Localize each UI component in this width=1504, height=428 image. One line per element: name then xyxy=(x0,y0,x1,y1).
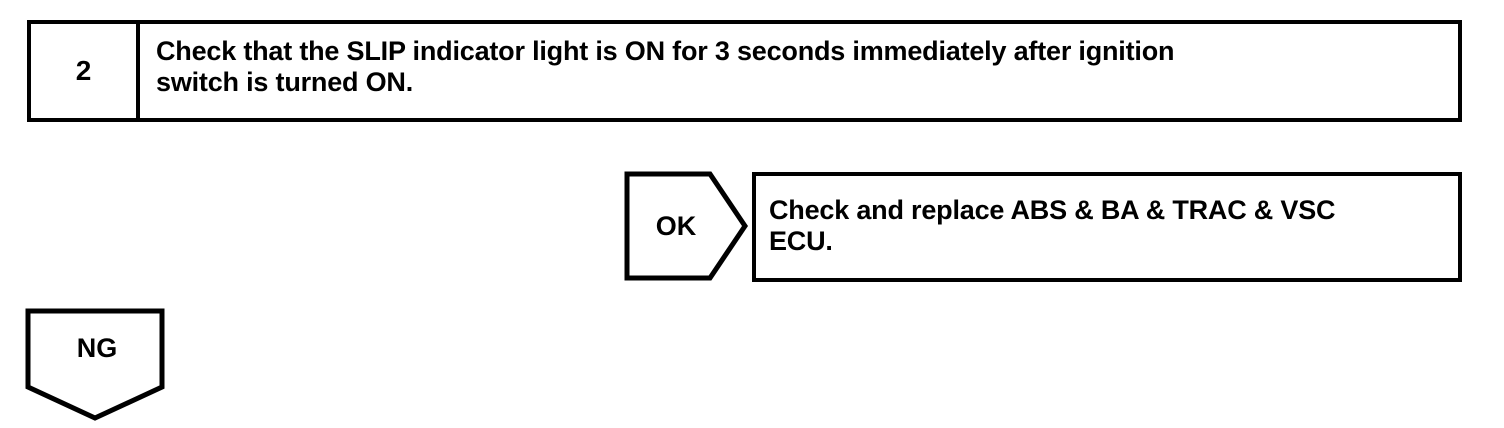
ok-result-text: Check and replace ABS & BA & TRAC & VSC … xyxy=(769,195,1336,256)
step-box: 2 Check that the SLIP indicator light is… xyxy=(27,20,1462,122)
ok-result-box: Check and replace ABS & BA & TRAC & VSC … xyxy=(752,172,1462,282)
ng-branch-pentagon: NG xyxy=(25,308,165,421)
step-instruction-text: Check that the SLIP indicator light is O… xyxy=(156,36,1175,97)
ng-pentagon-shape xyxy=(25,308,165,421)
step-number-cell: 2 xyxy=(31,24,140,118)
step-number: 2 xyxy=(75,55,92,86)
ok-branch-pentagon: OK xyxy=(624,171,748,281)
ok-pentagon-shape xyxy=(624,171,748,281)
step-instruction-cell: Check that the SLIP indicator light is O… xyxy=(140,24,1458,118)
